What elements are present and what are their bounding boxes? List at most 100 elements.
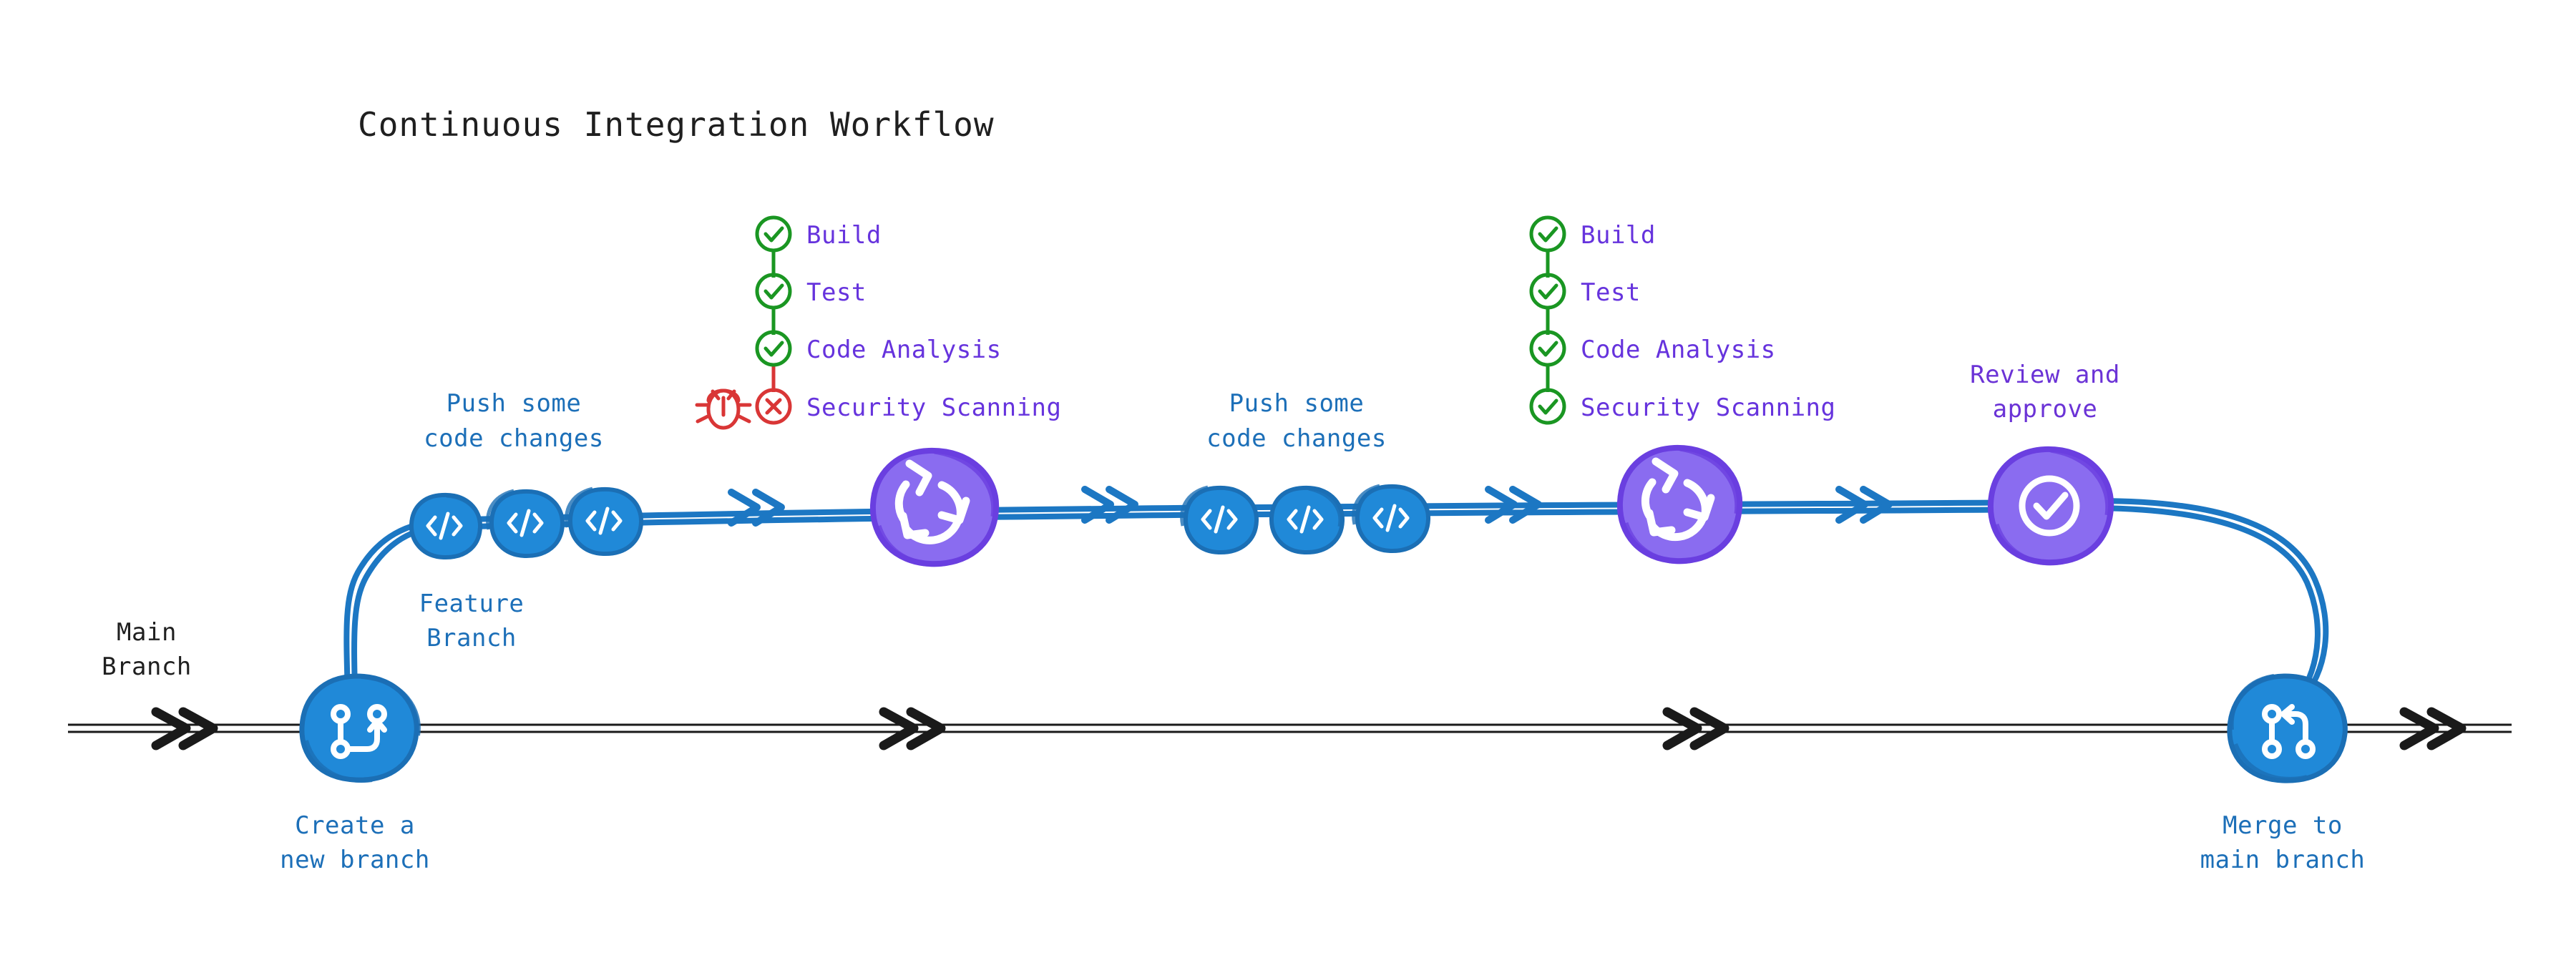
check-circle-icon (755, 273, 792, 310)
review-approve-label-line2: approve (1993, 395, 2098, 424)
pipeline-1-step-build[interactable]: Build (755, 215, 882, 253)
pipeline-1-step-security-scanning[interactable]: Security Scanning (695, 388, 1062, 430)
check-circle-icon (1529, 215, 1566, 253)
node-shape (1183, 485, 1259, 555)
create-branch-label-line2: new branch (280, 846, 430, 874)
node-sketch-stroke (304, 740, 373, 783)
feature-branch-arrow-4 (1835, 486, 1893, 524)
code-icon (507, 509, 544, 537)
pipeline-1-step-label: Security Scanning (806, 393, 1062, 422)
sync-arrows-icon (1641, 457, 1715, 542)
check-circle-icon (1529, 330, 1566, 367)
main-branch-arrow-1 (151, 707, 218, 750)
review-approve-label-line1: Review and (1970, 361, 2120, 389)
feature-branch-label-line2: Branch (426, 624, 517, 652)
pipeline-2-step-label: Test (1581, 278, 1641, 307)
node-commit-4[interactable] (1180, 485, 1259, 555)
check-mark-icon (763, 226, 784, 243)
check-mark-icon (1538, 341, 1558, 357)
push-label-1-line2: code changes (424, 424, 604, 453)
node-sketch-stroke (446, 494, 482, 532)
pipeline-1-step-code-analysis[interactable]: Code Analysis (755, 330, 1002, 367)
code-icon (426, 512, 463, 540)
page-title: Continuous Integration Workflow (358, 105, 995, 144)
check-mark-icon (1538, 226, 1558, 243)
check-mark-icon (1538, 283, 1558, 300)
node-shape (567, 486, 644, 557)
sync-arrows-icon (894, 459, 970, 544)
merge-curve (2094, 498, 2329, 707)
feature-branch-arrow-1 (728, 489, 785, 527)
node-commit-6[interactable] (1352, 484, 1431, 554)
main-branch-label-line2: Branch (102, 652, 192, 681)
push-label-2-line1: Push some (1229, 389, 1365, 418)
node-commit-2[interactable] (486, 489, 565, 559)
node-sketch-stroke (2229, 674, 2275, 730)
check-mark-icon (1538, 399, 1558, 415)
feature-branch-arrow-2 (1081, 486, 1138, 524)
node-ci-run-2[interactable] (1616, 444, 1743, 564)
node-ci-run-1[interactable] (869, 447, 1000, 567)
main-branch-arrow-3 (1662, 707, 1729, 750)
merge-label-line1: Merge to (2223, 811, 2343, 840)
node-shape (489, 489, 565, 559)
x-mark-icon (765, 398, 782, 415)
node-create-branch[interactable]: Create a new branch (280, 673, 430, 874)
code-icon (585, 507, 623, 535)
node-sketch-stroke (2050, 447, 2111, 516)
node-sketch-stroke (486, 489, 514, 530)
node-sketch-stroke (1679, 446, 1740, 514)
pipeline-2-step-code-analysis[interactable]: Code Analysis (1529, 330, 1776, 367)
node-sketch-stroke (1994, 523, 2064, 566)
node-commit-3[interactable] (565, 486, 644, 557)
main-branch-arrow-4 (2399, 707, 2467, 750)
pipeline-2-step-security-scanning[interactable]: Security Scanning (1529, 388, 1836, 425)
node-sketch-stroke (1623, 522, 1694, 564)
check-mark-icon (763, 283, 784, 300)
node-sketch-stroke (934, 449, 997, 517)
node-sketch-stroke (1180, 485, 1209, 527)
node-sketch-stroke (565, 486, 593, 528)
pipeline-1-step-label: Build (806, 221, 882, 250)
node-merge-main[interactable]: Merge to main branch (2200, 673, 2366, 874)
pipeline-1-step-label: Test (806, 278, 867, 307)
node-shape (1355, 484, 1431, 554)
check-circle-icon (1529, 273, 1566, 310)
node-commit-5[interactable] (1269, 485, 1345, 555)
pipeline-2-step-label: Security Scanning (1581, 393, 1836, 422)
pipeline-2-step-label: Code Analysis (1581, 336, 1776, 364)
node-sketch-stroke (2233, 743, 2308, 781)
node-commit-1[interactable] (409, 492, 483, 560)
main-branch-arrow-2 (879, 707, 946, 750)
node-shape (1269, 485, 1345, 555)
code-icon (1372, 504, 1410, 532)
push-label-2-line2: code changes (1206, 424, 1387, 453)
pipeline-2-step-test[interactable]: Test (1529, 273, 1641, 310)
node-sketch-stroke (1308, 486, 1342, 527)
bug-icon (695, 388, 752, 430)
pipeline-2-step-build[interactable]: Build (1529, 215, 1656, 253)
pipeline-2-step-label: Build (1581, 221, 1656, 250)
git-merge-icon (2262, 704, 2316, 759)
check-circle-icon (1529, 388, 1566, 425)
code-icon (1287, 505, 1324, 534)
main-branch-label-line1: Main (117, 618, 177, 647)
check-circle-icon (755, 215, 792, 253)
x-circle-icon (755, 388, 792, 425)
node-review-approve[interactable] (1987, 446, 2114, 566)
pipeline-1: Build Test Code Analysis Security Scanni… (695, 215, 1062, 430)
pipeline-1-step-label: Code Analysis (806, 336, 1002, 364)
pipeline-1-step-test[interactable]: Test (755, 273, 867, 310)
main-branch-line (68, 723, 2512, 733)
create-branch-label-line1: Create a (295, 811, 415, 840)
node-sketch-stroke (1352, 484, 1380, 525)
check-circle-icon (2019, 475, 2080, 537)
push-label-1-line1: Push some (447, 389, 582, 418)
check-mark-icon (763, 341, 784, 357)
node-sketch-stroke (361, 675, 421, 736)
feature-branch-arrow-3 (1485, 486, 1542, 524)
git-branch-icon (331, 704, 387, 759)
feature-branch-label-line1: Feature (419, 590, 525, 618)
